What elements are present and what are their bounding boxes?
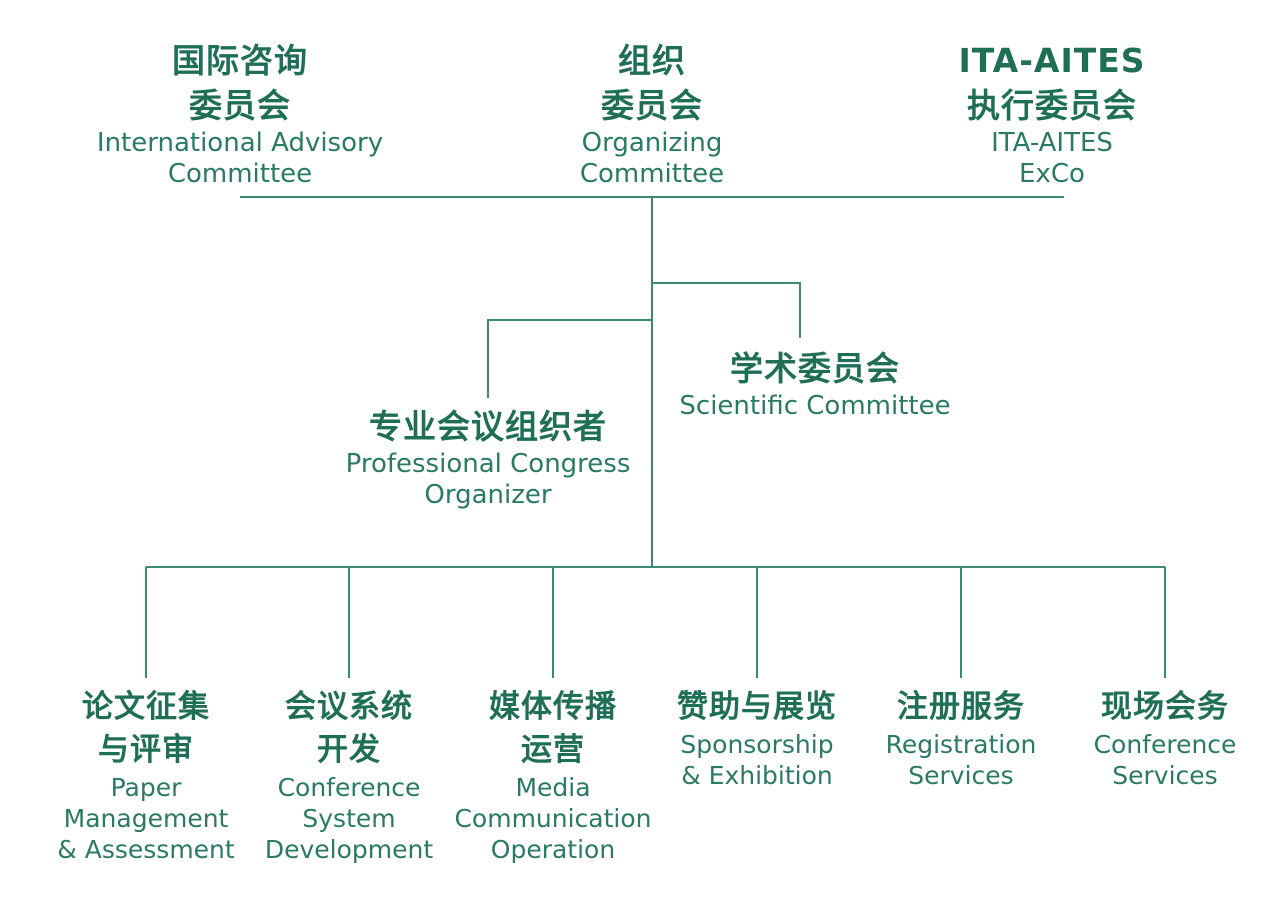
registration-services: 注册服务 Registration Services [861,686,1061,791]
registration-name-en-line2: Services [908,761,1014,790]
conference-services-name-en-line2: Services [1112,761,1218,790]
iac-name-en-line1: International Advisory [96,128,384,158]
pco-name-en-line2: Organizer [424,480,552,510]
sponsorship-name-zh: 赞助与展览 [677,689,837,725]
paper-name-en-line1: Paper [110,773,182,802]
scientific-branch-line [652,282,801,338]
iac-name-zh-line2: 委员会 [189,86,291,125]
conference-services-name-en-line1: Conference [1093,730,1237,759]
pco-name-zh: 专业会议组织者 [369,407,607,446]
sponsorship-name-en-line1: Sponsorship [680,730,834,759]
scientific-committee: 学术委员会 Scientific Committee [655,346,975,422]
media-name-zh-line1: 媒体传播 [489,689,617,725]
paper-name-en-line2: Management [63,804,229,833]
system-name-zh-line1: 会议系统 [285,689,413,725]
sponsorship-name-en-line2: & Exhibition [681,761,833,790]
exco-name-en-line2: ExCo [1019,159,1085,189]
exco-name-zh-line2: 执行委员会 [967,86,1137,125]
paper-management-assessment: 论文征集 与评审 Paper Management & Assessment [46,686,246,865]
registration-name-zh: 注册服务 [897,689,1025,725]
exco-name-en-line1: ITA-AITES [991,128,1113,158]
paper-name-en-line3: & Assessment [57,835,235,864]
paper-name-zh-line1: 论文征集 [82,689,210,725]
media-name-en-line2: Communication [454,804,652,833]
iac-name-zh-line1: 国际咨询 [172,41,308,80]
oc-name-zh-line1: 组织 [618,41,686,80]
system-name-en-line3: Development [264,835,434,864]
conference-services: 现场会务 Conference Services [1065,686,1265,791]
registration-name-en-line1: Registration [885,730,1037,759]
oc-name-zh-line2: 委员会 [601,86,703,125]
oc-name-en-line1: Organizing [581,128,723,158]
sc-name-zh: 学术委员会 [730,349,900,388]
paper-name-zh-line2: 与评审 [98,732,194,768]
system-name-en-line2: System [302,804,396,833]
pco-branch-line [487,319,652,398]
professional-congress-organizer: 专业会议组织者 Professional Congress Organizer [318,404,658,511]
media-name-en-line1: Media [515,773,591,802]
system-name-zh-line2: 开发 [317,732,381,768]
sponsorship-exhibition: 赞助与展览 Sponsorship & Exhibition [657,686,857,791]
conference-services-name-zh: 现场会务 [1101,689,1229,725]
ita-aites-exco: ITA-AITES 执行委员会 ITA-AITES ExCo [902,38,1202,190]
pco-name-en-line1: Professional Congress [345,449,631,479]
organizing-committee: 组织 委员会 Organizing Committee [502,38,802,190]
conference-system-development: 会议系统 开发 Conference System Development [249,686,449,865]
sc-name-en: Scientific Committee [679,391,951,421]
media-name-en-line3: Operation [490,835,616,864]
media-communication-operation: 媒体传播 运营 Media Communication Operation [448,686,658,865]
system-name-en-line1: Conference [277,773,421,802]
iac-name-en-line2: Committee [167,159,313,189]
oc-name-en-line2: Committee [579,159,725,189]
exco-name-zh-line1: ITA-AITES [958,41,1146,80]
media-name-zh-line2: 运营 [521,732,585,768]
international-advisory-committee: 国际咨询 委员会 International Advisory Committe… [60,38,420,190]
